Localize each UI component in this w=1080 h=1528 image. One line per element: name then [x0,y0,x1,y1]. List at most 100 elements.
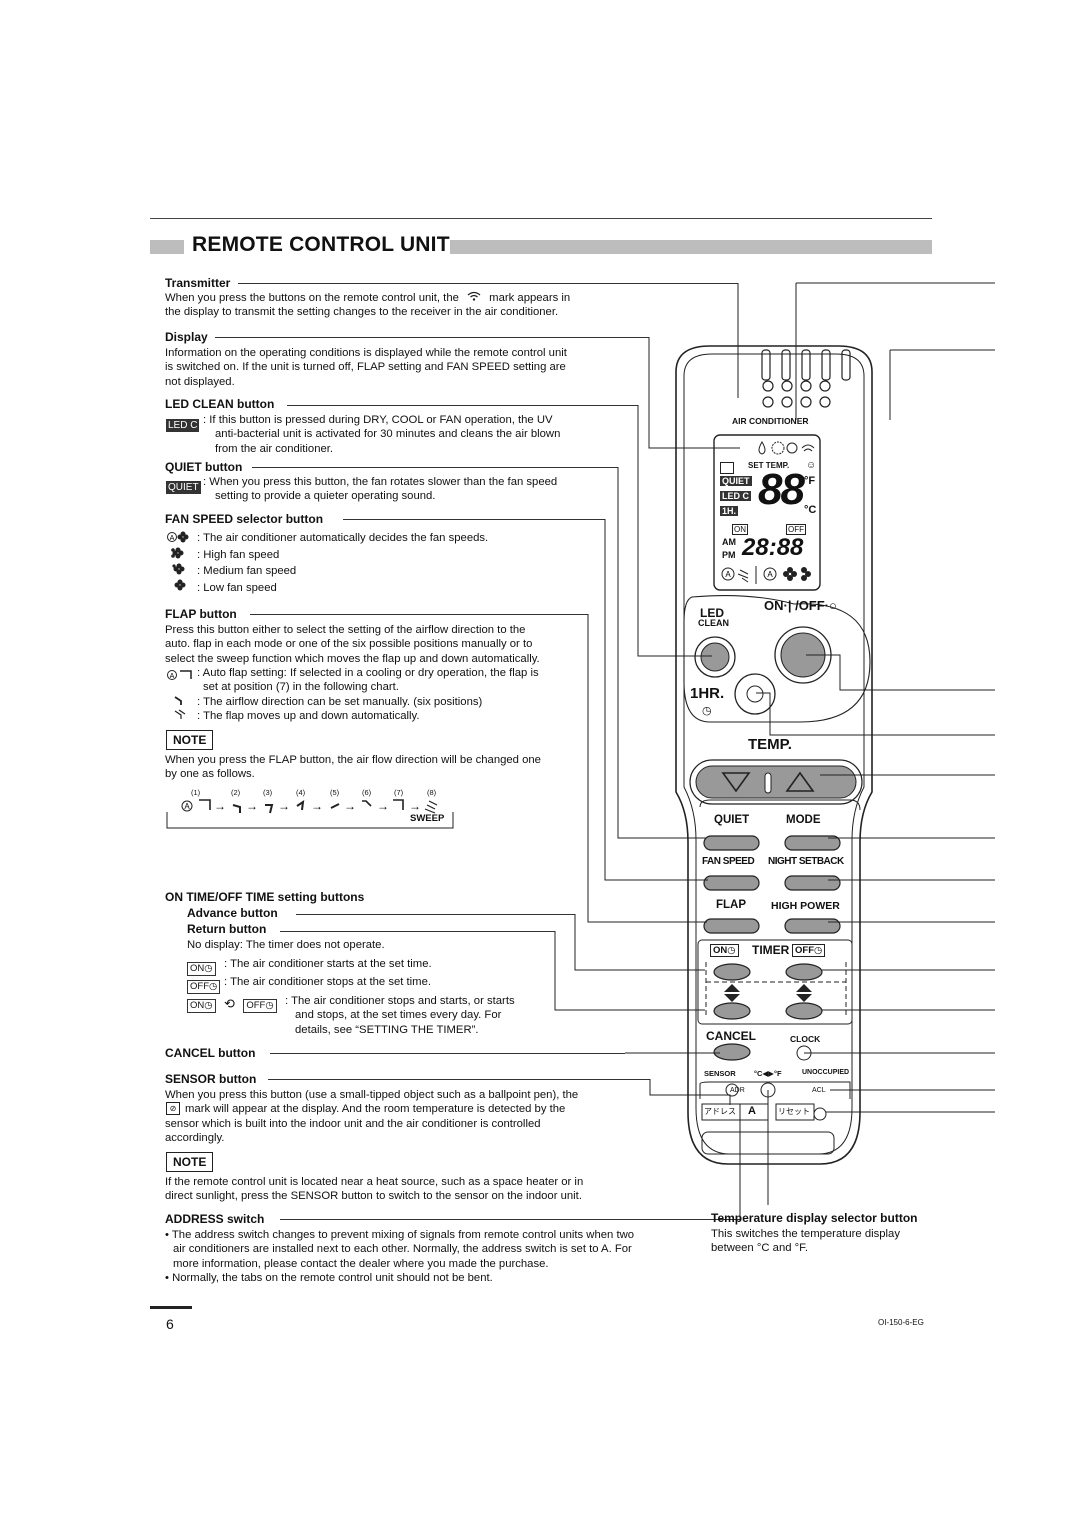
svg-text:→: → [377,799,389,813]
address-switch[interactable]: A [748,1105,756,1117]
timer-heading: ON TIME/OFF TIME setting buttons [165,890,365,904]
sensor-line-wrap: ⊘ mark will appear at the display. And t… [165,1102,578,1116]
note-line: by one as follows. [165,768,255,781]
svg-text:A: A [767,570,773,579]
footer-rule [150,1306,192,1309]
led-clean-button[interactable] [695,637,735,677]
lcd-time-digits: 28:88 [742,534,804,561]
off-timer-return-button[interactable] [786,1003,822,1019]
leader-line [215,337,649,338]
sensor-line: accordingly. [165,1131,225,1144]
temp-up-button[interactable] [785,768,835,796]
address-jp-label: アドレス [704,1107,736,1116]
reset-jp-label: リセット [778,1107,810,1116]
title-bar-left [150,240,184,254]
address-line: air conditioners are installed next to e… [173,1243,632,1256]
lcd-am: AM [722,537,736,547]
pos-label: (6) [362,788,372,797]
no-display-text: No display: The timer does not operate. [187,939,385,951]
quiet-heading: QUIET button [165,460,243,474]
sensor-button[interactable] [726,1084,738,1096]
off-timer-advance-button[interactable] [786,964,822,980]
temp-down-button[interactable] [710,768,760,796]
sensor-text: When you press this button (use a small-… [165,1088,578,1145]
high-power-button[interactable] [785,919,840,933]
on-off-button[interactable] [775,627,831,683]
transmit-icon [462,291,486,305]
lcd-temp-digits: 88 [758,465,805,514]
lcd-on: ON [732,524,748,535]
flap-heading: FLAP button [165,607,237,621]
leader-line [268,1079,650,1080]
night-setback-label: NIGHT SETBACK [768,856,844,867]
transmitter-heading: Transmitter [165,276,231,290]
on-timer-advance-button[interactable] [714,964,750,980]
led-clean-heading: LED CLEAN button [165,397,275,411]
display-line: not displayed. [165,375,235,388]
address-heading: ADDRESS switch [165,1212,265,1226]
timer-off-badge: OFF◷ [187,976,221,994]
temp-label: TEMP. [748,736,792,753]
timer-on-label: ON◷ [710,944,739,957]
lcd-1h: 1H. [720,506,739,516]
fan-speed-item: : Medium fan speed [197,565,297,577]
flap-button[interactable] [704,919,759,933]
temp-selector-text: This switches the temperature display be… [711,1227,900,1256]
fan-speed-item: : High fan speed [197,548,280,561]
remote-control: AIR CONDITIONER SET TEMP. ☺ QUIET LED C … [670,342,878,1172]
flap-arrows-diagram: A → → → → → → → [166,799,454,829]
page-title: REMOTE CONTROL UNIT [192,233,450,256]
quiet-line: : When you press this button, the fan ro… [203,476,558,488]
one-hr-clock-icon: ◷ [702,705,712,717]
night-setback-button[interactable] [785,876,840,890]
note-label: NOTE [166,730,214,750]
flap-mode-icon: A [167,670,192,719]
remote-body [675,345,873,1165]
lcd-led-c: LED C [720,491,751,501]
flap-line: Press this button either to select the s… [165,624,526,636]
flap-item: : The airflow direction can be set manua… [197,695,483,708]
cancel-button[interactable] [714,1044,750,1060]
pos-label: (4) [296,788,306,797]
sweep-label: SWEEP [410,813,445,824]
clean-label: CLEAN [698,618,729,628]
advance-button-label: Advance button [187,906,278,920]
led-clean-text: : If this button is pressed during DRY, … [203,413,560,456]
leader-line [270,1053,625,1054]
timer-label: TIMER [752,943,790,957]
flap-item: : Auto flap setting: If selected in a co… [197,667,539,679]
flap-sequence: (1) (2) (3) (4) (5) (6) (7) (8) A → → → … [165,785,457,831]
return-button-label: Return button [187,922,267,936]
c-f-label: °C◀▶°F [754,1069,782,1078]
temp-selector-heading: Temperature display selector button [711,1211,918,1225]
svg-text:→: → [409,799,421,813]
clock-button[interactable] [796,1046,812,1062]
one-hr-label: 1HR. [690,685,725,702]
one-hr-button[interactable] [735,674,775,714]
quiet-button[interactable] [704,836,759,850]
high-power-label: HIGH POWER [771,900,840,912]
lcd-fan-flap-icons: A A [721,566,811,584]
led-clean-line: anti-bacterial unit is activated for 30 … [215,428,561,441]
svg-text:→: → [278,799,290,813]
note-line: direct sunlight, press the SENSOR button… [165,1190,582,1203]
on-timer-return-button[interactable] [714,1003,750,1019]
flap-item: set at position (7) in the following cha… [203,681,399,694]
transmitter-text: When you press the buttons on the remote… [165,291,570,305]
lcd-deg-c: °C [804,504,817,516]
led-clean-badge: LED C [166,419,200,432]
reset-button[interactable] [814,1108,826,1120]
fan-speed-button[interactable] [704,876,759,890]
led-clean-line: : If this button is pressed during DRY, … [203,414,553,426]
acl-label: ACL [812,1087,826,1094]
temp-display-selector-button[interactable] [761,1083,775,1097]
address-text: • The address switch changes to prevent … [165,1228,634,1285]
note-text: When you press the FLAP button, the air … [165,753,541,782]
mode-icons [758,441,815,455]
display-line: is switched on. If the unit is turned of… [165,361,566,374]
page-number: 6 [166,1316,174,1332]
fan-speed-label: FAN SPEED [702,856,755,867]
svg-text:A: A [170,535,175,542]
lcd-set-temp: SET TEMP. [748,461,790,470]
mode-button[interactable] [785,836,840,850]
